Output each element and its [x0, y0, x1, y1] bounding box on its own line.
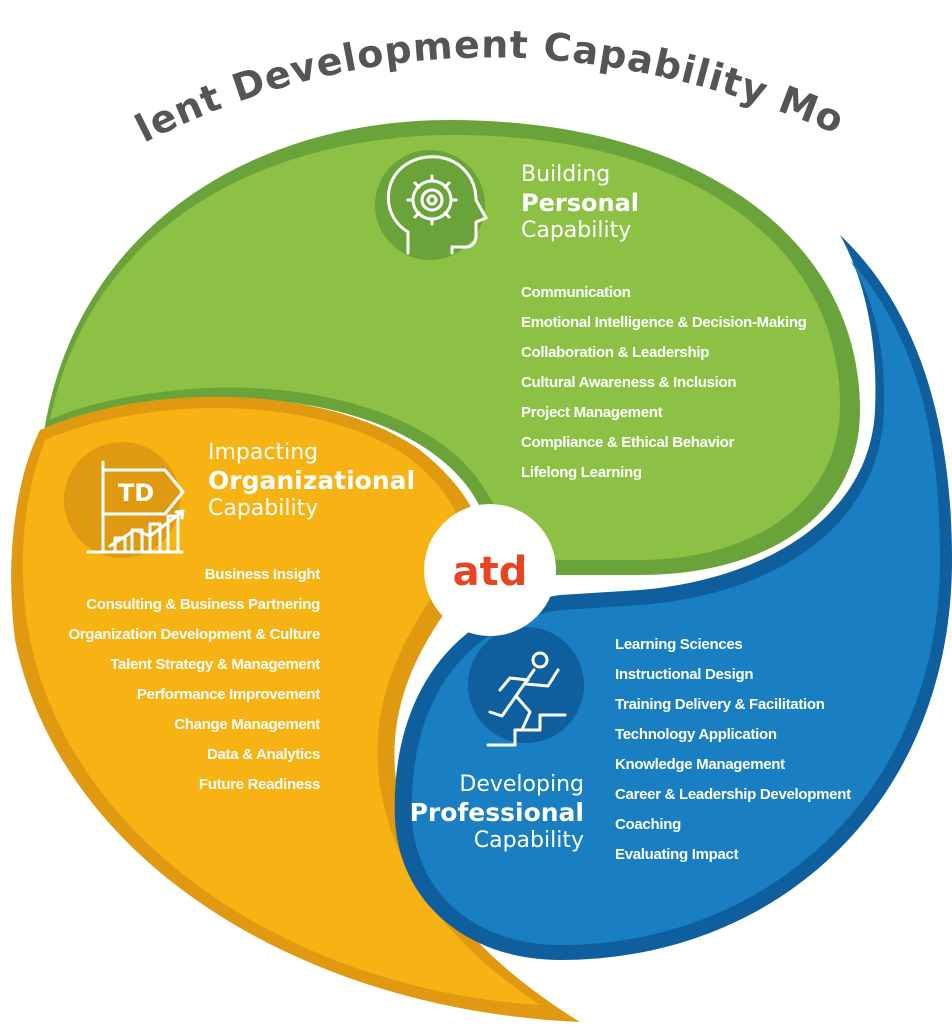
list-item: Data & Analytics [206, 746, 320, 763]
organizational-list: Business Insight Consulting & Business P… [69, 560, 321, 800]
blue-petal [411, 260, 940, 945]
list-item: Consulting & Business Partnering [86, 596, 320, 613]
professional-line1: Developing [459, 772, 584, 797]
organizational-heading: Impacting Organizational Capability [208, 440, 415, 522]
td-flag-chart-icon [86, 460, 185, 554]
list-item: Change Management [174, 716, 320, 733]
list-item: Performance Improvement [136, 686, 320, 703]
list-item: Coaching [615, 816, 681, 833]
personal-line3: Capability [521, 218, 632, 243]
professional-list: Learning Sciences Instructional Design T… [615, 630, 851, 870]
personal-line2: Personal [521, 189, 639, 217]
list-item: Cultural Awareness & Inclusion [521, 374, 737, 391]
runner-stairs-icon [486, 651, 567, 747]
list-item: Collaboration & Leadership [521, 344, 710, 361]
list-item: Future Readiness [198, 776, 320, 793]
list-item: Business Insight [204, 566, 321, 583]
list-item: Compliance & Ethical Behavior [521, 434, 735, 451]
organizational-line2: Organizational [208, 466, 416, 495]
list-item: Communication [521, 284, 631, 301]
list-item: Technology Application [615, 726, 777, 743]
green-petal [50, 135, 840, 560]
professional-heading: Developing Professional Capability [410, 772, 584, 854]
orange-petal [22, 408, 541, 1005]
list-item: Evaluating Impact [615, 846, 739, 863]
list-item: Talent Strategy & Management [110, 656, 320, 673]
personal-heading: Building Personal Capability [521, 162, 639, 244]
personal-line1: Building [521, 162, 611, 187]
list-item: Organization Development & Culture [68, 626, 321, 643]
organizational-line1: Impacting [208, 440, 319, 465]
professional-line2: Professional [409, 798, 584, 827]
list-item: Training Delivery & Facilitation [615, 696, 825, 713]
organizational-line3: Capability [208, 496, 319, 521]
personal-list: Communication Emotional Intelligence & D… [521, 278, 807, 488]
list-item: Career & Leadership Development [615, 786, 851, 803]
professional-line3: Capability [473, 828, 584, 853]
list-item: Knowledge Management [615, 756, 785, 773]
list-item: Project Management [521, 404, 663, 421]
list-item: Instructional Design [615, 666, 754, 683]
center-circle [424, 504, 556, 636]
list-item: Lifelong Learning [521, 464, 642, 481]
list-item: Emotional Intelligence & Decision-Making [521, 314, 807, 331]
list-item: Learning Sciences [615, 636, 743, 653]
td-flag-label: TD [118, 479, 154, 507]
head-gear-icon [386, 155, 488, 255]
center-logo: atd [453, 549, 528, 595]
